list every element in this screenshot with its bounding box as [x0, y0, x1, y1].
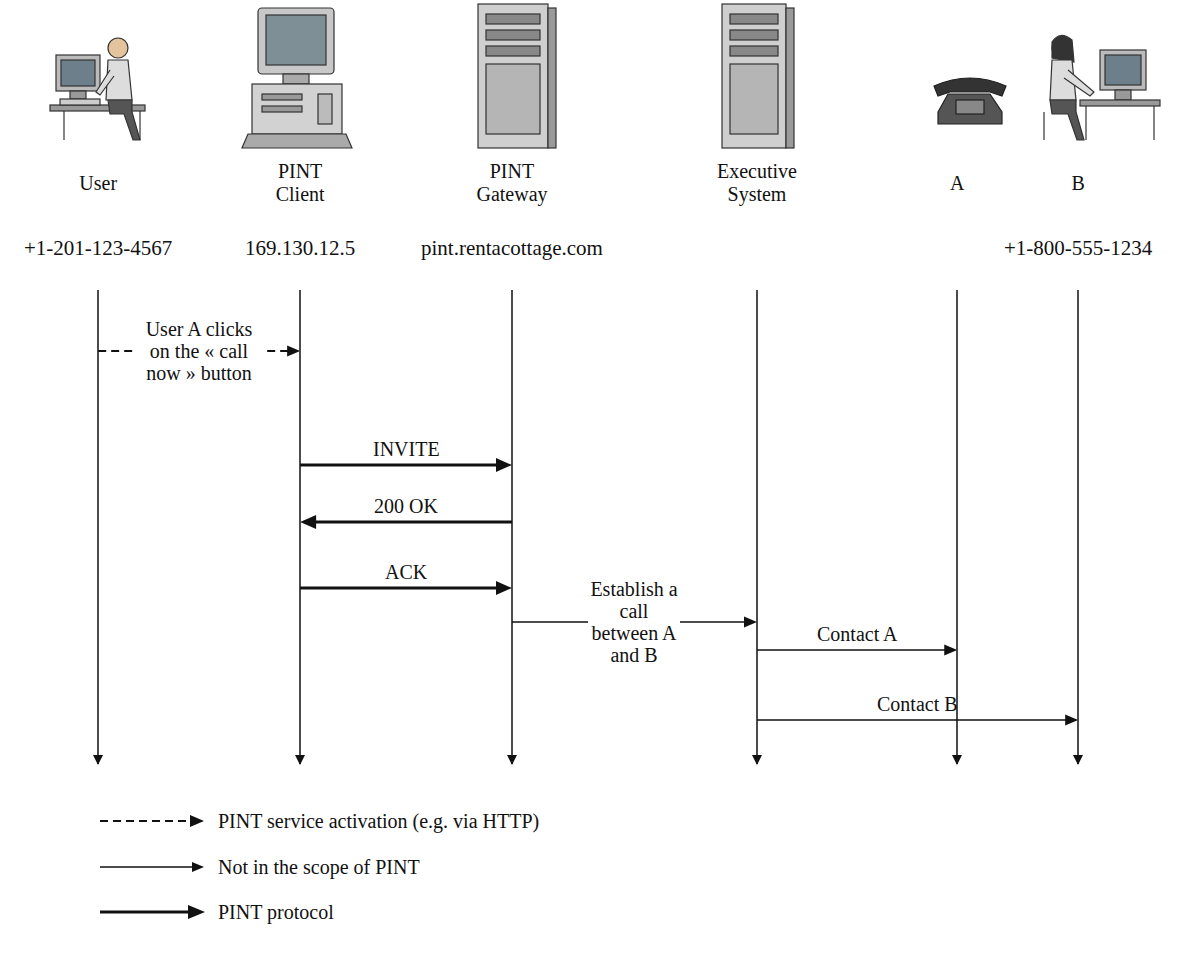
computer-icon: [242, 8, 352, 148]
operator-icon: [1044, 35, 1160, 140]
participant-name: PINT Gateway: [476, 160, 547, 206]
legend-sample: [100, 815, 205, 919]
participant-name-row: User: [24, 158, 172, 208]
telephone-icon: [934, 78, 1006, 124]
lifeline: [98, 290, 1078, 764]
participant: PINT Client 169.130.12.5: [245, 158, 355, 260]
participant-name: User: [79, 172, 117, 195]
participant-address: 169.130.12.5: [245, 236, 355, 260]
server-icon: [722, 4, 794, 148]
participant-address: +1-800-555-1234: [1004, 236, 1152, 260]
participant-name: B: [1071, 172, 1084, 195]
message-arrow: [300, 515, 512, 529]
participant: B +1-800-555-1234: [1004, 158, 1152, 260]
participant-name-row: PINT Client: [245, 158, 355, 208]
message-arrow: [757, 645, 957, 656]
message-arrow: [300, 458, 512, 472]
participant-address: pint.rentacottage.com: [421, 236, 603, 260]
server-icon: [478, 4, 556, 148]
legend-text: Not in the scope of PINT: [218, 855, 420, 879]
participant-name: A: [950, 172, 964, 195]
legend-text: PINT service activation (e.g. via HTTP): [218, 809, 539, 833]
message-label: Contact B: [875, 693, 960, 715]
message-arrow: [300, 581, 512, 595]
participant-name-row: PINT Gateway: [421, 158, 603, 208]
message-label: User A clicks on the « call now » button: [133, 318, 265, 384]
message-label: Establish a call between A and B: [588, 578, 680, 666]
participant-name-row: B: [1004, 158, 1152, 208]
participant-name-row: A: [950, 158, 964, 208]
participant: PINT Gateway pint.rentacottage.com: [421, 158, 603, 260]
legend-text: PINT protocol: [218, 900, 334, 924]
message-label: INVITE: [371, 438, 442, 460]
participant: User +1-201-123-4567: [24, 158, 172, 260]
message-label: Contact A: [815, 623, 900, 645]
participant-name-row: Executive System: [717, 158, 797, 208]
participant: A: [950, 158, 964, 208]
user-icon: [50, 38, 145, 140]
message-label: 200 OK: [372, 495, 440, 517]
participant-address: +1-201-123-4567: [24, 236, 172, 260]
participant-name: Executive System: [717, 160, 797, 206]
message-label: ACK: [383, 561, 429, 583]
participant-name: PINT Client: [276, 160, 325, 206]
message-arrow: [757, 715, 1078, 726]
participant: Executive System: [717, 158, 797, 208]
